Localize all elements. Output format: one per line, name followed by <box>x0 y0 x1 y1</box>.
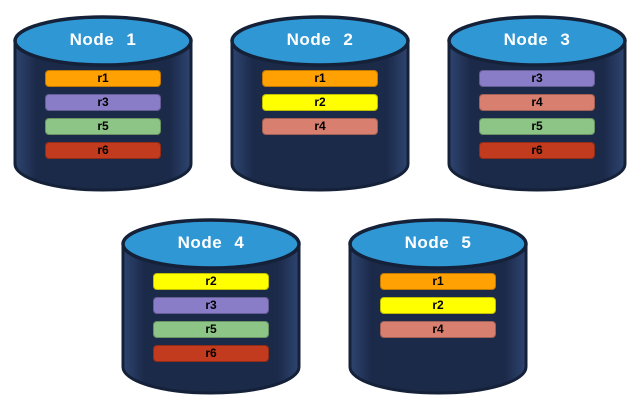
replica-bar-r4: r4 <box>479 94 595 111</box>
node-3: Node 3 r3 r4 r5 r6 <box>446 7 628 195</box>
replica-bar-r6: r6 <box>479 142 595 159</box>
replica-bar-r3: r3 <box>45 94 161 111</box>
replica-bar-r1: r1 <box>262 70 378 87</box>
node-title: Node 2 <box>286 30 354 49</box>
replica-list: r1 r2 r4 <box>262 70 378 135</box>
replica-bar-r6: r6 <box>45 142 161 159</box>
node-title: Node 1 <box>69 30 137 49</box>
replica-bar-r2: r2 <box>153 273 269 290</box>
replica-list: r1 r3 r5 r6 <box>45 70 161 159</box>
replica-bar-r4: r4 <box>380 321 496 338</box>
node-title: Node 5 <box>404 233 472 252</box>
node-4: Node 4 r2 r3 r5 r6 <box>120 210 302 398</box>
node-title: Node 3 <box>503 30 571 49</box>
replica-list: r3 r4 r5 r6 <box>479 70 595 159</box>
replica-bar-r5: r5 <box>45 118 161 135</box>
node-title: Node 4 <box>177 233 245 252</box>
replica-list: r1 r2 r4 <box>380 273 496 338</box>
replica-bar-r1: r1 <box>380 273 496 290</box>
replica-bar-r2: r2 <box>380 297 496 314</box>
node-1: Node 1 r1 r3 r5 r6 <box>12 7 194 195</box>
replica-bar-r1: r1 <box>45 70 161 87</box>
replica-bar-r2: r2 <box>262 94 378 111</box>
replica-bar-r4: r4 <box>262 118 378 135</box>
replica-bar-r3: r3 <box>153 297 269 314</box>
replica-bar-r3: r3 <box>479 70 595 87</box>
replica-bar-r6: r6 <box>153 345 269 362</box>
replica-bar-r5: r5 <box>479 118 595 135</box>
replica-bar-r5: r5 <box>153 321 269 338</box>
node-5: Node 5 r1 r2 r4 <box>347 210 529 398</box>
node-2: Node 2 r1 r2 r4 <box>229 7 411 195</box>
replica-list: r2 r3 r5 r6 <box>153 273 269 362</box>
